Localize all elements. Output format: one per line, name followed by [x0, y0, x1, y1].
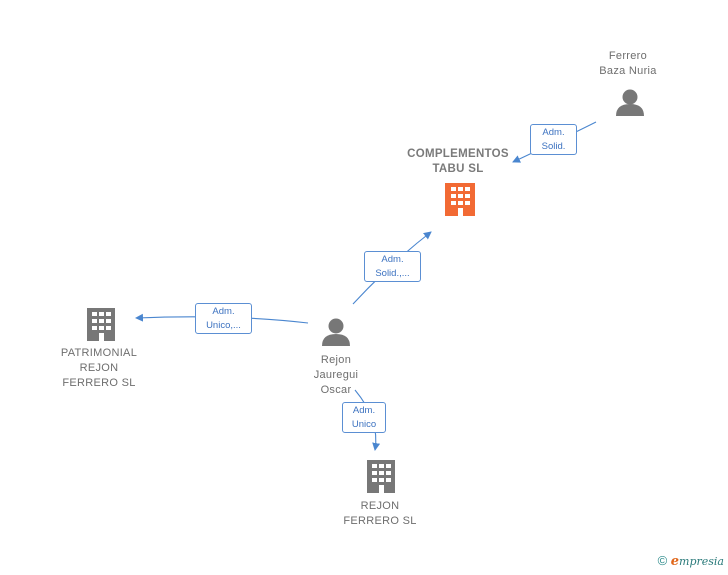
copyright-icon: ©: [657, 553, 668, 568]
label-line: FERRERO SL: [343, 515, 417, 527]
brand-footer: © empresia: [658, 553, 724, 569]
label-line: Rejon: [320, 354, 352, 366]
building-icon[interactable]: [87, 308, 115, 341]
edge-label-line: Adm.: [212, 306, 235, 317]
label-line: Oscar: [320, 384, 352, 396]
edge-label-line: Adm.: [352, 405, 376, 416]
edge-label-oscar-patrimonial[interactable]: Adm. Unico,...: [195, 303, 252, 334]
label-line: PATRIMONIAL: [60, 347, 138, 359]
building-icon[interactable]: [445, 183, 475, 216]
node-label-ferrero[interactable]: Ferrero Baza Nuria: [578, 49, 678, 79]
person-icon[interactable]: [322, 318, 350, 347]
building-icon[interactable]: [367, 460, 395, 493]
node-label-rejon-oscar[interactable]: Rejon Jauregui Oscar: [296, 353, 376, 398]
edge-label-line: Adm.: [542, 127, 565, 138]
person-icon[interactable]: [616, 89, 644, 117]
edge-label-line: Unico: [351, 419, 377, 430]
node-label-rejon-ferrero[interactable]: REJON FERRERO SL: [330, 499, 430, 529]
edge-label-oscar-rejon-ferrero[interactable]: Adm. Unico: [342, 402, 386, 433]
label-line: Ferrero: [608, 50, 648, 62]
label-line: Jauregui: [313, 369, 359, 381]
label-line: REJON: [79, 362, 119, 374]
edge-label-line: Adm.: [381, 254, 404, 265]
label-line: Baza Nuria: [599, 65, 657, 77]
edge-label-line: Unico,...: [206, 320, 241, 331]
brand-name: mpresia: [679, 555, 724, 568]
edge-label-line: Solid.,...: [375, 268, 410, 279]
edge-label-line: Solid.: [541, 141, 566, 152]
label-line: TABU SL: [432, 163, 484, 175]
label-line: REJON: [360, 500, 400, 512]
node-label-complementos[interactable]: COMPLEMENTOS TABU SL: [398, 147, 518, 177]
edge-label-ferrero-complementos[interactable]: Adm. Solid.: [530, 124, 577, 155]
label-line: COMPLEMENTOS: [407, 148, 509, 160]
brand-initial: e: [670, 554, 680, 569]
node-label-patrimonial[interactable]: PATRIMONIAL REJON FERRERO SL: [49, 346, 149, 391]
label-line: FERRERO SL: [62, 377, 136, 389]
edge-label-oscar-complementos[interactable]: Adm. Solid.,...: [364, 251, 421, 282]
